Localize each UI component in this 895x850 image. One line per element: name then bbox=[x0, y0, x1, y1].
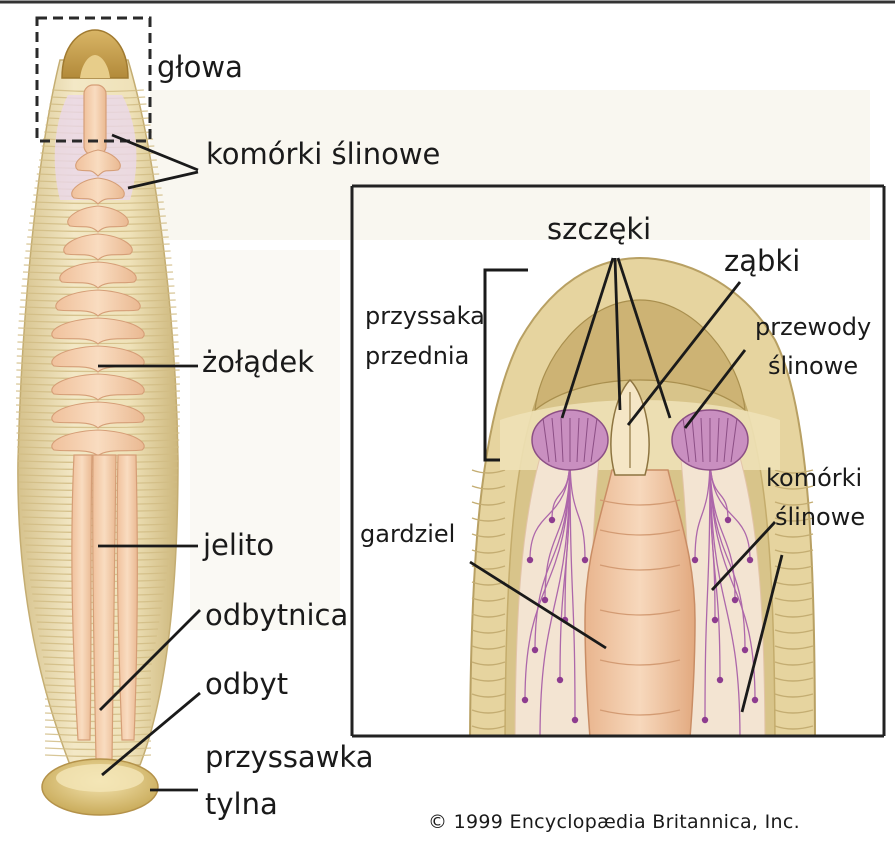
watermark-shape bbox=[190, 250, 340, 630]
label-anterior-sucker-2: przednia bbox=[365, 342, 469, 370]
label-stomach: żołądek bbox=[202, 345, 314, 379]
label-salivary-ducts-2: ślinowe bbox=[768, 352, 858, 380]
label-salivary-cells-right-2: ślinowe bbox=[775, 503, 865, 531]
label-anus: odbyt bbox=[205, 667, 288, 701]
label-posterior-sucker-1: przyssawka bbox=[205, 740, 373, 774]
copyright-notice: © 1999 Encyclopædia Britannica, Inc. bbox=[428, 811, 800, 833]
label-salivary-cells-right-1: komórki bbox=[766, 464, 862, 492]
label-salivary-cells-left: komórki ślinowe bbox=[206, 137, 440, 171]
label-pharynx: gardziel bbox=[360, 520, 455, 548]
label-rectum: odbytnica bbox=[205, 598, 348, 632]
label-salivary-ducts-1: przewody bbox=[755, 313, 871, 341]
label-anterior-sucker-1: przyssaka bbox=[365, 302, 485, 330]
label-posterior-sucker-2: tylna bbox=[205, 787, 278, 821]
label-teeth: ząbki bbox=[724, 244, 800, 278]
label-intestine: jelito bbox=[203, 528, 274, 562]
label-jaws: szczęki bbox=[547, 212, 651, 246]
label-head: głowa bbox=[157, 50, 243, 84]
